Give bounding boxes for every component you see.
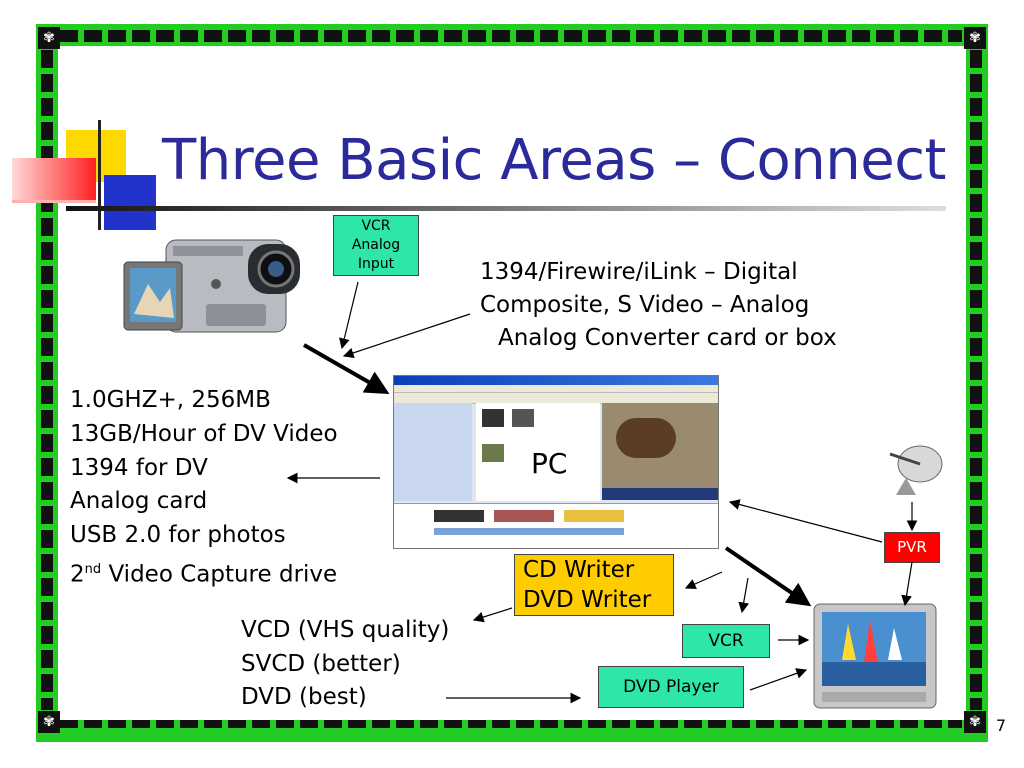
pc-screenshot xyxy=(393,375,719,549)
arrow xyxy=(724,546,812,607)
arrow xyxy=(728,499,883,543)
television-image xyxy=(813,603,937,709)
border-left-strip xyxy=(41,50,53,710)
arrow xyxy=(901,561,913,607)
requirement-line: 1.0GHZ+, 256MB xyxy=(70,387,271,413)
format-line: SVCD (better) xyxy=(241,651,401,677)
dvd-player-box: DVD Player xyxy=(598,666,744,708)
arrow xyxy=(472,607,513,623)
arrow xyxy=(684,571,723,590)
connection-line: 1394/Firewire/iLink – Digital xyxy=(480,259,798,285)
requirement-line: 1394 for DV xyxy=(70,455,208,481)
connection-line: Composite, S Video – Analog xyxy=(480,292,810,318)
camcorder-image xyxy=(123,239,300,333)
arrow xyxy=(738,577,749,614)
requirement-line: 2nd Video Capture drive xyxy=(70,561,338,588)
page-number: 7 xyxy=(995,716,1006,735)
satellite-dish-image xyxy=(889,445,943,495)
requirement-line: USB 2.0 for photos xyxy=(70,522,286,548)
vcr-analog-input-line: VCR xyxy=(361,218,391,234)
writer-line: CD Writer xyxy=(523,557,635,583)
connection-line: Analog Converter card or box xyxy=(498,325,837,351)
corner-ornament-icon: ✾ xyxy=(38,27,60,49)
requirement-line: Analog card xyxy=(70,488,208,514)
border-right-strip xyxy=(970,50,982,710)
arrow xyxy=(303,343,390,394)
vcr-box: VCR xyxy=(682,624,770,658)
vcr-analog-input-line: Analog xyxy=(351,237,401,253)
arrow xyxy=(749,668,808,691)
requirement-line: 13GB/Hour of DV Video xyxy=(70,421,338,447)
arrow xyxy=(342,313,471,359)
corner-ornament-icon: ✾ xyxy=(964,27,986,49)
vcr-analog-input-line: Input xyxy=(357,256,395,272)
writer-box: CD Writer DVD Writer xyxy=(514,554,674,616)
vcr-analog-input-box: VCR Analog Input xyxy=(333,215,419,276)
format-line: VCD (VHS quality) xyxy=(241,617,450,643)
pc-label: PC xyxy=(531,447,568,480)
border-top-strip xyxy=(60,30,962,42)
writer-line: DVD Writer xyxy=(523,587,652,613)
corner-ornament-icon: ✾ xyxy=(38,711,60,733)
slide-title: Three Basic Areas – Connect xyxy=(162,128,946,193)
arrow xyxy=(339,281,359,350)
format-line: DVD (best) xyxy=(241,684,367,710)
corner-ornament-icon: ✾ xyxy=(964,711,986,733)
